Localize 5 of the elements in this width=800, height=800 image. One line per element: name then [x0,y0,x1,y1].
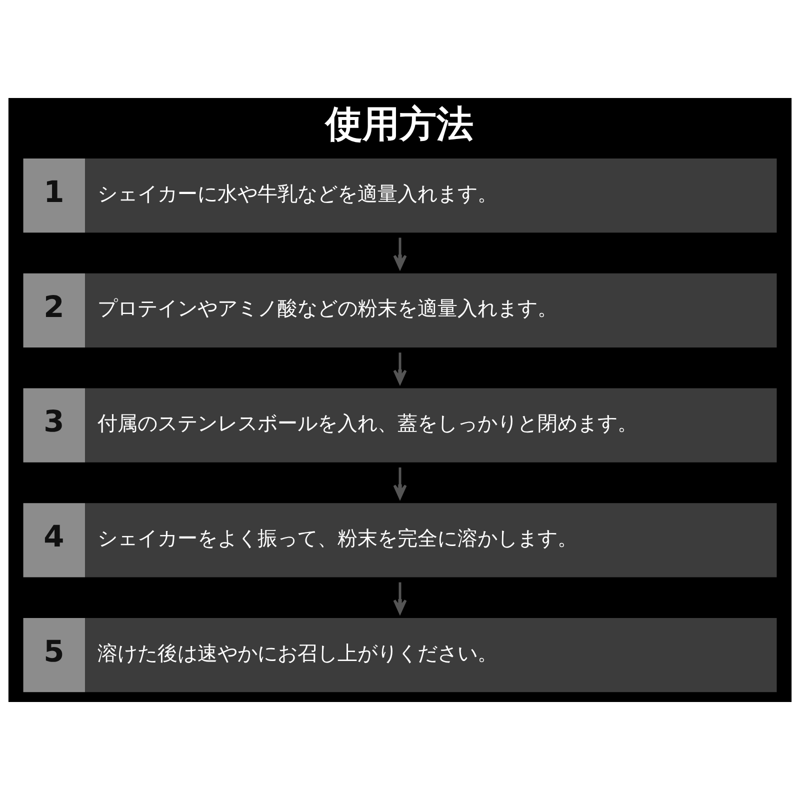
arrow [393,238,407,270]
diagram-title: 使用方法 [325,102,474,146]
arrow [393,467,407,500]
arrow [393,582,407,614]
arrow [393,352,407,384]
